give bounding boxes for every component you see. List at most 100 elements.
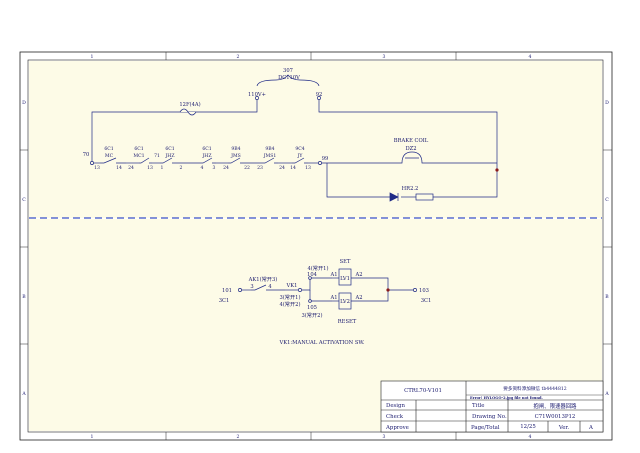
contact-pin: 4 bbox=[201, 165, 204, 171]
contact-ref: 6C1 bbox=[202, 146, 211, 152]
row-label-right: C bbox=[605, 197, 609, 203]
contact-jhz-1 bbox=[160, 157, 176, 164]
drawing-id: CTRL70-V101 bbox=[404, 388, 442, 394]
notice-line1: 要多资料添加微信 tb4444812 bbox=[503, 385, 567, 392]
terminal-104 bbox=[308, 276, 312, 280]
col-label-top: 4 bbox=[529, 54, 532, 60]
col-label-bottom: 3 bbox=[383, 434, 386, 440]
page-value: 12/25 bbox=[520, 424, 536, 430]
col-label-top: 1 bbox=[91, 54, 94, 60]
diode-label: HR2.2 bbox=[402, 186, 419, 192]
left-wire-label: 70 bbox=[83, 152, 90, 158]
lv1-a2: A2 bbox=[354, 272, 362, 278]
design-label: Design bbox=[386, 403, 405, 409]
upper-zone bbox=[29, 61, 602, 218]
contact-pin: 3 bbox=[213, 165, 216, 171]
contact-name: MC bbox=[105, 153, 114, 159]
title-value: 抱闸、限速器回路 bbox=[533, 402, 577, 410]
contact-pin: 71 bbox=[154, 153, 160, 159]
input-ref-label: 3C1 bbox=[219, 298, 230, 304]
reset-contact-a: 3(常开1) bbox=[279, 293, 300, 301]
ak1-switch bbox=[251, 284, 285, 291]
drawing-no-value: C71W0013P12 bbox=[535, 414, 576, 420]
terminal-103 bbox=[413, 288, 417, 292]
set-contact-label: 4(常开1) bbox=[307, 264, 328, 272]
contact-pin: 2 bbox=[180, 165, 183, 171]
drawing-no-label: Drawing No. bbox=[472, 414, 507, 420]
col-label-top: 3 bbox=[383, 54, 386, 60]
junction-node bbox=[386, 288, 390, 292]
contact-mc1 bbox=[139, 157, 152, 164]
set-label: SET bbox=[340, 259, 351, 265]
contact-pin: 24 bbox=[279, 165, 285, 171]
row-label-left: A bbox=[21, 391, 26, 397]
col-label-bottom: 2 bbox=[237, 434, 240, 440]
source-ref: 307 bbox=[283, 68, 293, 74]
contact-name: JY bbox=[297, 153, 304, 159]
col-label-bottom: 1 bbox=[91, 434, 94, 440]
terminal-99 bbox=[318, 161, 322, 165]
lv1-coil bbox=[338, 268, 352, 286]
contact-pin: 1 bbox=[161, 165, 164, 171]
contact-pin: 13 bbox=[94, 165, 100, 171]
ak1-pin: 4 bbox=[268, 284, 272, 290]
col-label-top: 2 bbox=[237, 54, 240, 60]
title-label: Title bbox=[472, 403, 484, 409]
contact-pin: 23 bbox=[257, 165, 263, 171]
terminal-92 bbox=[317, 96, 321, 100]
brake-circuit bbox=[91, 74, 498, 201]
output-ref-label: 3C1 bbox=[421, 298, 432, 304]
contact-jhz-2 bbox=[200, 157, 216, 164]
reset-contact-c: 3(常开2) bbox=[301, 311, 322, 319]
contact-pin: 22 bbox=[244, 165, 250, 171]
contact-pin: 24 bbox=[223, 165, 229, 171]
check-label: Check bbox=[386, 414, 404, 420]
contact-pin: 24 bbox=[128, 165, 134, 171]
terminal-101 bbox=[238, 288, 242, 292]
contact-ref: 9C4 bbox=[295, 146, 304, 152]
lv2-label: LV2 bbox=[340, 299, 350, 305]
contact-pin: 14 bbox=[290, 165, 296, 171]
row-label-left: D bbox=[22, 100, 26, 106]
col-label-bottom: 4 bbox=[529, 434, 532, 440]
reset-wire-label: 105 bbox=[307, 305, 317, 311]
contact-jy bbox=[292, 157, 308, 164]
terminal-vk1 bbox=[298, 288, 302, 292]
row-label-right: D bbox=[605, 100, 609, 106]
contact-name: JMS1 bbox=[263, 153, 277, 159]
brake-contacts bbox=[100, 157, 308, 164]
contact-ref: 6C1 bbox=[165, 146, 174, 152]
lv2-a1: A1 bbox=[329, 295, 337, 301]
lv1-a1: A1 bbox=[329, 272, 337, 278]
contact-ref: 9B4 bbox=[231, 146, 240, 152]
right-wire-label: 99 bbox=[322, 156, 329, 162]
contact-jms1 bbox=[262, 157, 278, 164]
ver-value: A bbox=[588, 425, 593, 431]
manual-activation-circuit bbox=[240, 268, 415, 310]
contact-jms bbox=[228, 157, 244, 164]
terminal-110v-plus bbox=[255, 96, 259, 100]
reset-label: RESET bbox=[338, 319, 357, 325]
contact-pin: 13 bbox=[147, 165, 153, 171]
set-wire-label: 104 bbox=[307, 272, 318, 278]
coil-ref: DZ2 bbox=[405, 146, 416, 152]
notice-line2: Error! HYLOGO-2.jpg file not found. bbox=[470, 396, 543, 400]
reset-contact-b: 4(常开2) bbox=[279, 300, 300, 308]
terminal-70 bbox=[90, 161, 94, 165]
diode-symbol bbox=[389, 192, 399, 202]
contact-pin: 14 bbox=[116, 165, 122, 171]
contact-ref: 6C1 bbox=[104, 146, 113, 152]
row-label-right: B bbox=[605, 294, 609, 300]
lv1-label: LV1 bbox=[340, 276, 350, 282]
vk1-label: VK1 bbox=[286, 283, 298, 289]
input-wire-label: 101 bbox=[222, 288, 232, 294]
output-wire-label: 103 bbox=[419, 288, 429, 294]
contact-mc bbox=[100, 157, 126, 164]
row-label-right: A bbox=[604, 391, 609, 397]
terminal-105 bbox=[308, 299, 312, 303]
row-label-left: C bbox=[22, 197, 26, 203]
contact-name: MC1 bbox=[133, 153, 144, 159]
fuse-label: 12F(4A) bbox=[179, 101, 200, 108]
minus-terminal-label: 92 bbox=[316, 92, 323, 98]
